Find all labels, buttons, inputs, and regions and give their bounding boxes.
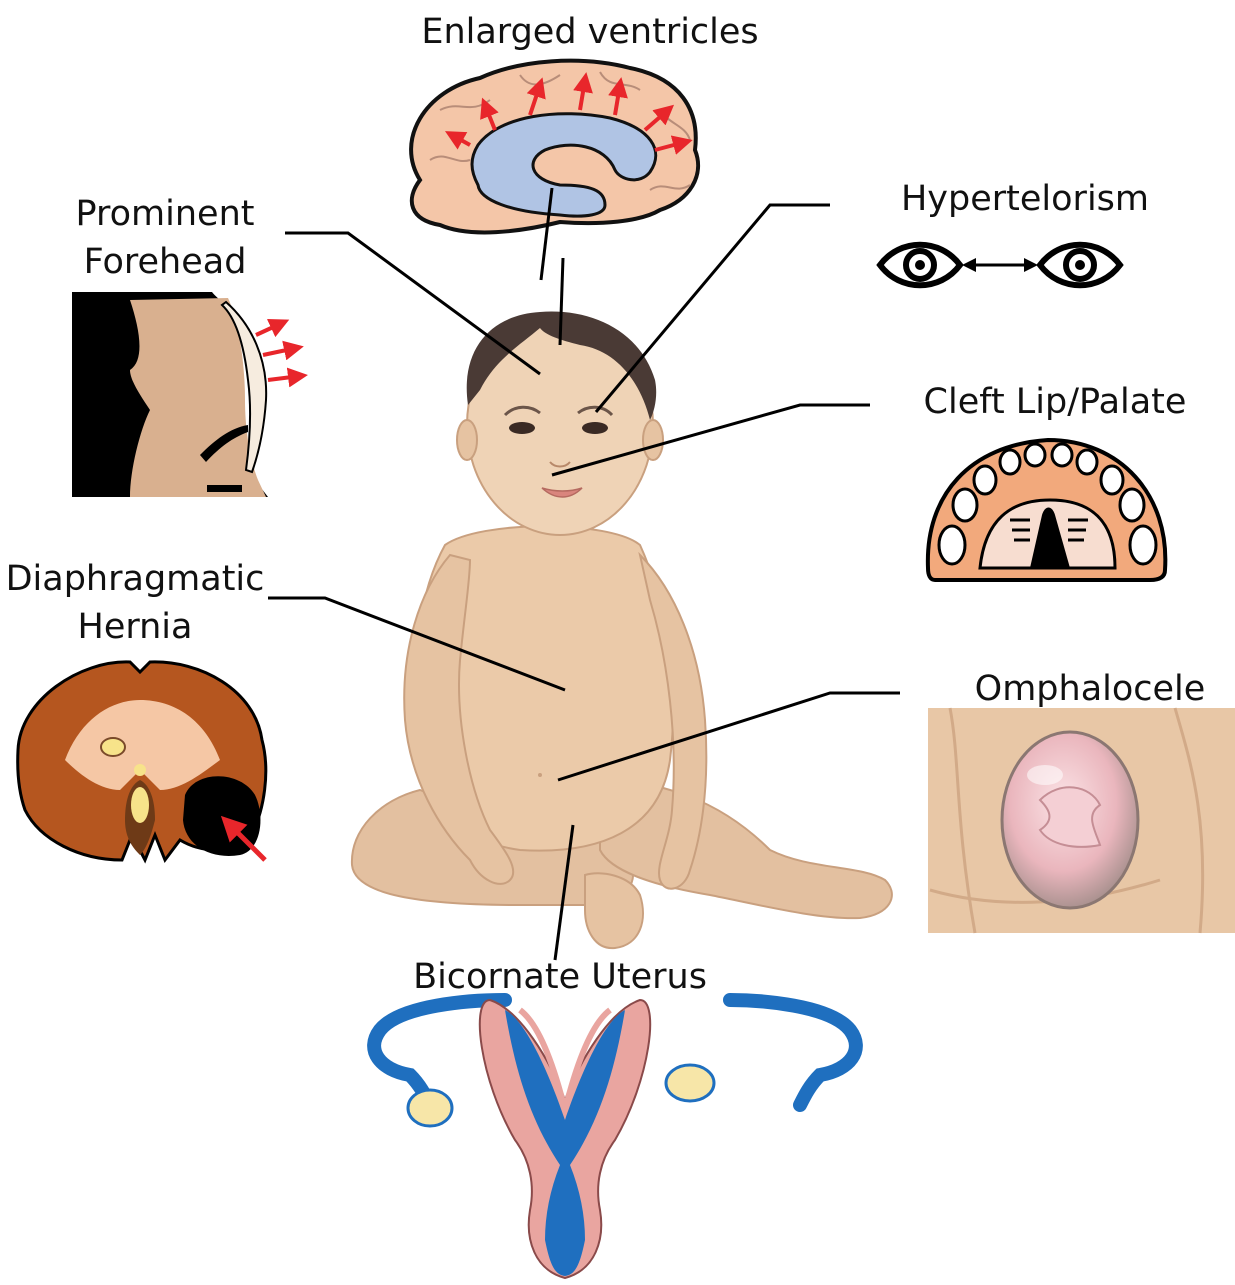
label-omphalocele: Omphalocele	[945, 665, 1235, 713]
label-bicornate-uterus: Bicornate Uterus	[400, 953, 720, 1001]
label-diaphragmatic-hernia-1: Diaphragmatic	[0, 555, 270, 603]
label-enlarged-ventricles: Enlarged ventricles	[410, 8, 770, 56]
label-prominent-forehead-1: Prominent	[45, 190, 285, 238]
eye-icon	[1040, 245, 1120, 286]
eye-icon	[880, 245, 960, 286]
label-prominent-forehead-2: Forehead	[45, 238, 285, 286]
hypertelorism-icon	[880, 245, 1120, 286]
label-diaphragmatic-hernia-2: Hernia	[0, 603, 270, 651]
brain-icon	[411, 61, 698, 233]
palate-icon	[928, 440, 1165, 580]
forehead-profile-icon	[72, 292, 300, 497]
uterus-icon	[374, 1000, 856, 1278]
baby-illustration	[352, 312, 892, 949]
omphalocele-icon	[928, 708, 1235, 933]
label-cleft-lip-palate: Cleft Lip/Palate	[905, 378, 1205, 426]
baby-foot	[585, 873, 643, 948]
baby-right-eye	[582, 422, 608, 434]
label-hypertelorism: Hypertelorism	[880, 175, 1170, 223]
baby-left-eye	[509, 422, 535, 434]
diaphragm-icon	[18, 662, 266, 860]
